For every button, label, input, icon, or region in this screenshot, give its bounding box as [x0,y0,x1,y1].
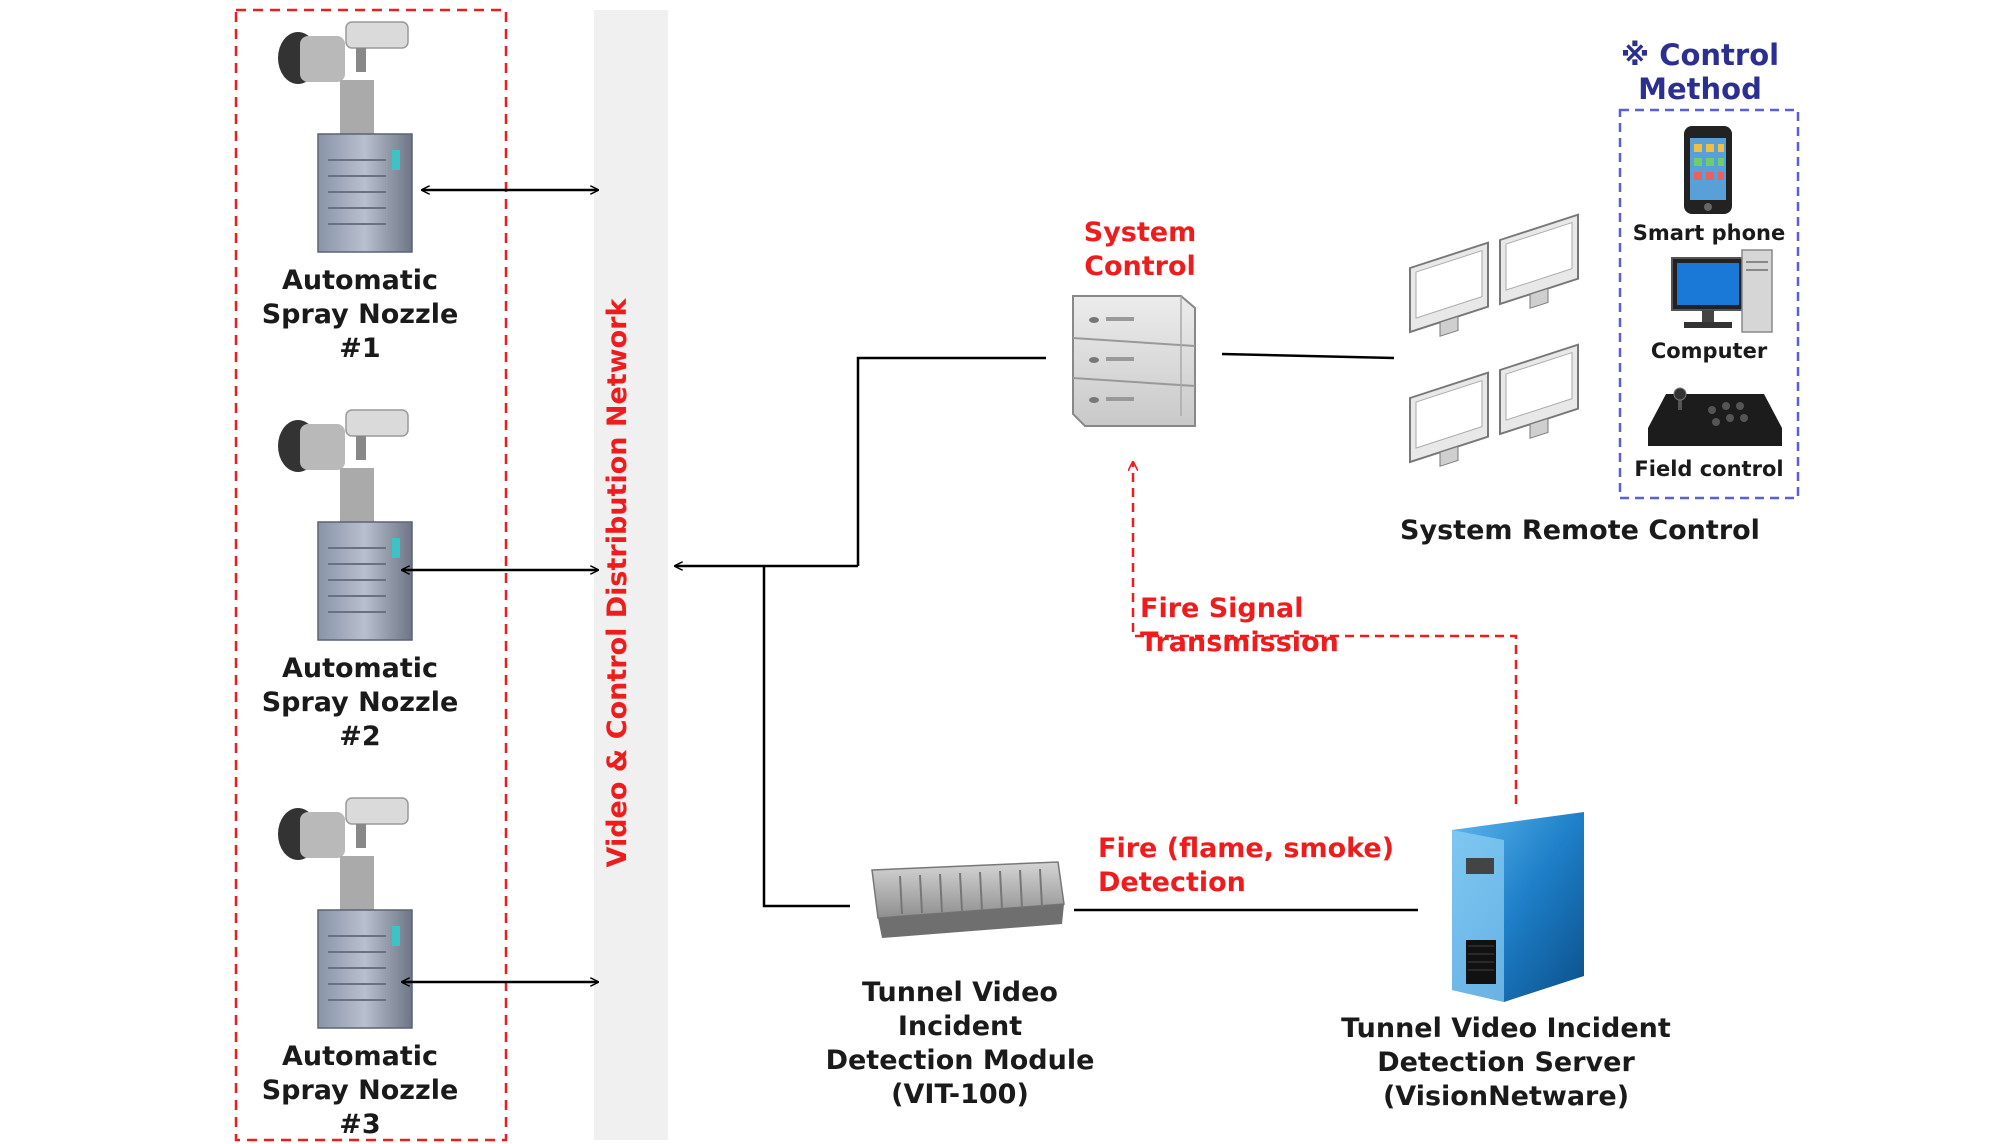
nozzle-unit-2 [278,409,413,641]
system-remote-control-label: System Remote Control [1400,515,1760,546]
trunk-connector [675,356,1046,908]
nozzle-cabinet-icon [317,521,413,641]
camera-icon [278,409,409,524]
detection-module-icon [871,861,1065,938]
control-method-frame [1618,108,1800,500]
nozzle-group-frame [234,8,508,1142]
nozzle-cabinet-icon [317,909,413,1029]
camera-icon [278,21,409,136]
fire-signal-path [1133,462,1518,804]
field-control-label: Field control [1634,457,1784,481]
camera-icon [278,797,409,912]
network-bus [594,10,668,1140]
remote-link-line [1221,352,1395,360]
computer-label: Computer [1650,339,1768,363]
smartphone-label: Smart phone [1632,221,1786,245]
server-tower-icon [1452,812,1584,1002]
nozzle-unit-1 [278,21,413,253]
nozzle-cabinet-icon [317,133,413,253]
server-rack-icon [1072,295,1196,427]
arcade-controller-icon [1648,387,1782,446]
nozzle-unit-3 [278,797,413,1029]
fire-detection-label: Fire (flame, smoke)Detection [1098,833,1395,898]
computer-icon [1671,249,1773,333]
fire-signal-label: Fire Signal Transmission [1140,593,1339,658]
smartphone-icon [1684,126,1732,214]
monitor-wall-icon [1409,213,1579,467]
network-bus-label: Video & Control Distribution Network [602,298,633,868]
